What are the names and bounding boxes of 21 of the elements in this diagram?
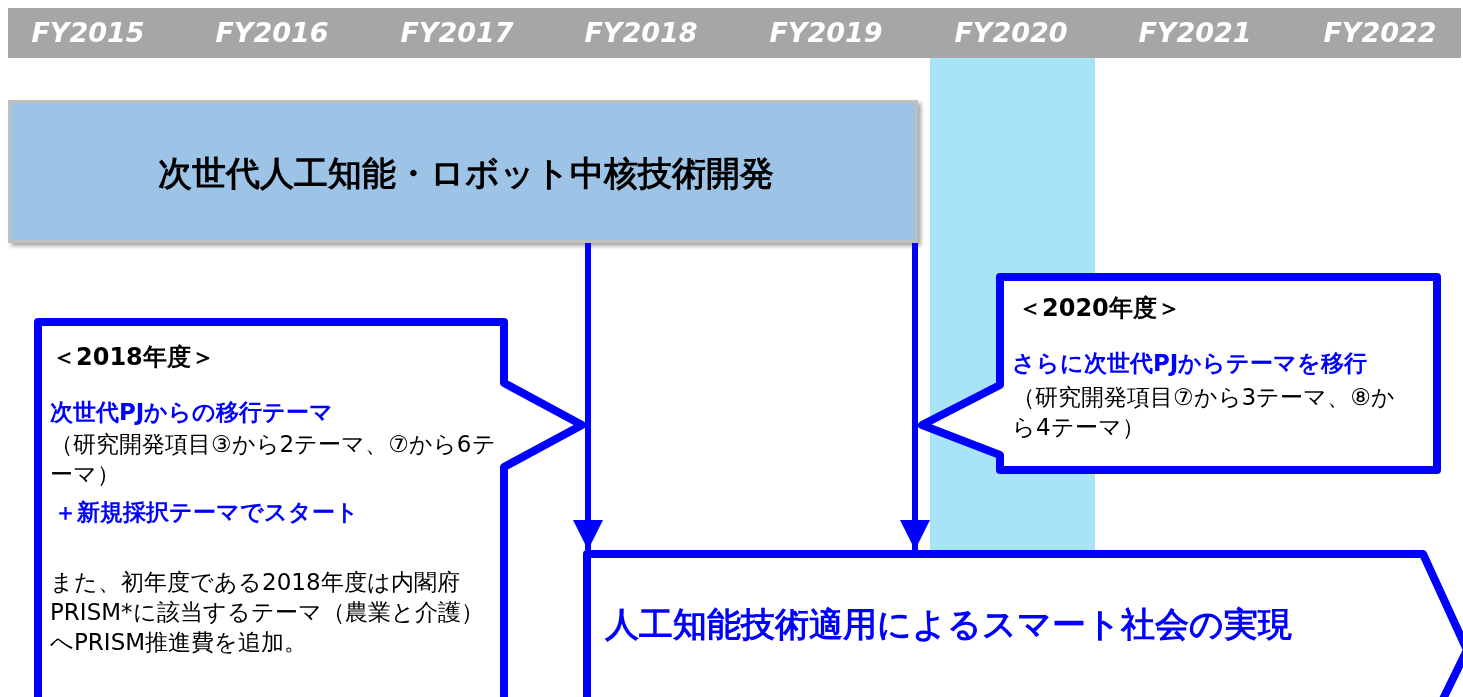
year-label: FY2016 xyxy=(214,16,330,50)
goal-title: 人工知能技術適用によるスマート社会の実現 xyxy=(605,603,1293,646)
callout-subheading: 次世代PJからの移行テーマ xyxy=(50,398,335,427)
year-label: FY2019 xyxy=(768,16,884,50)
callout-text: （研究開発項目⑦から3テーマ、⑧から4テーマ） xyxy=(1012,383,1396,442)
year-label: FY2015 xyxy=(30,16,146,50)
callout-subheading: さらに次世代PJからテーマを移行 xyxy=(1012,349,1369,378)
callout-text: （研究開発項目③から2テーマ、⑦から6テーマ） xyxy=(50,430,497,489)
year-label: FY2017 xyxy=(399,16,515,50)
arrow xyxy=(900,243,930,550)
process-box xyxy=(8,100,918,243)
year-label: FY2018 xyxy=(583,16,699,50)
year-label: FY2020 xyxy=(953,16,1069,50)
callout-heading: ＜2018年度＞ xyxy=(52,342,216,373)
arrow xyxy=(573,243,603,550)
year-label: FY2021 xyxy=(1137,16,1253,50)
callout-note: また、初年度である2018年度は内閣府PRISM*に該当するテーマ（農業と介護）へPRISM推進費を追加。 xyxy=(50,568,485,657)
callout-heading: ＜2020年度＞ xyxy=(1018,293,1182,324)
callout-subheading: ＋新規採択テーマでスタート xyxy=(54,498,360,527)
year-label: FY2022 xyxy=(1322,16,1438,50)
box-title: 次世代人工知能・ロボット中核技術開発 xyxy=(157,152,775,195)
